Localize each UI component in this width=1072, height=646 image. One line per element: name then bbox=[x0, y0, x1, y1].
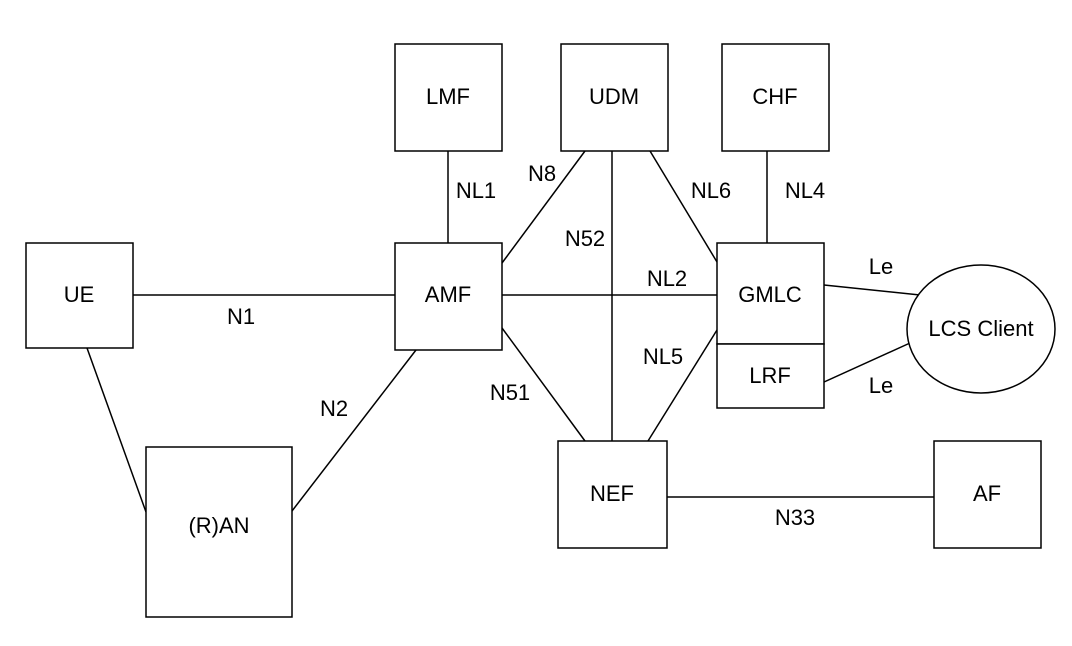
node-ran-label: (R)AN bbox=[188, 513, 249, 538]
interface-nl2-label: NL2 bbox=[647, 266, 687, 291]
node-lmf: LMF bbox=[394, 43, 503, 152]
interface-nl6-label: NL6 bbox=[691, 178, 731, 203]
node-chf-label: CHF bbox=[752, 84, 797, 109]
node-lmf-label: LMF bbox=[426, 84, 470, 109]
link-udm-gmlc bbox=[649, 150, 718, 263]
node-amf-label: AMF bbox=[425, 282, 471, 307]
node-ran: (R)AN bbox=[145, 446, 293, 618]
link-gmlc-lcs bbox=[823, 284, 921, 296]
link-ran-amf bbox=[291, 349, 417, 512]
interface-n2-label: N2 bbox=[320, 396, 348, 421]
node-lcs-client-label: LCS Client bbox=[928, 316, 1033, 341]
node-ue-label: UE bbox=[64, 282, 95, 307]
node-lrf-label: LRF bbox=[749, 363, 791, 388]
link-amf-nef bbox=[501, 327, 586, 442]
node-chf: CHF bbox=[721, 43, 830, 152]
node-gmlc: GMLC bbox=[716, 242, 825, 345]
node-gmlc-label: GMLC bbox=[738, 282, 802, 307]
connections bbox=[86, 150, 934, 513]
node-ue: UE bbox=[25, 242, 134, 349]
node-nef: NEF bbox=[557, 440, 668, 549]
node-udm-label: UDM bbox=[589, 84, 639, 109]
interface-n33-label: N33 bbox=[775, 505, 815, 530]
node-lrf: LRF bbox=[716, 343, 825, 409]
link-ue-ran bbox=[86, 347, 147, 513]
interface-labels: N1 N2 NL1 N8 N52 NL6 NL4 NL2 NL5 N51 Le … bbox=[227, 161, 893, 530]
interface-n51-label: N51 bbox=[490, 380, 530, 405]
node-nef-label: NEF bbox=[590, 481, 634, 506]
interface-nl1-label: NL1 bbox=[456, 178, 496, 203]
interface-n52-label: N52 bbox=[565, 226, 605, 251]
interface-nl4-label: NL4 bbox=[785, 178, 825, 203]
interface-n8-label: N8 bbox=[528, 161, 556, 186]
node-af: AF bbox=[933, 440, 1042, 549]
link-gmlc-nef bbox=[647, 329, 718, 442]
node-udm: UDM bbox=[560, 43, 669, 152]
interface-nl5-label: NL5 bbox=[643, 344, 683, 369]
node-lcs-client: LCS Client bbox=[906, 264, 1056, 394]
interface-le-bottom-label: Le bbox=[869, 373, 893, 398]
link-udm-amf bbox=[501, 150, 586, 264]
interface-n1-label: N1 bbox=[227, 304, 255, 329]
link-lrf-lcs bbox=[823, 342, 911, 383]
node-amf: AMF bbox=[394, 242, 503, 351]
interface-le-top-label: Le bbox=[869, 254, 893, 279]
node-af-label: AF bbox=[973, 481, 1001, 506]
